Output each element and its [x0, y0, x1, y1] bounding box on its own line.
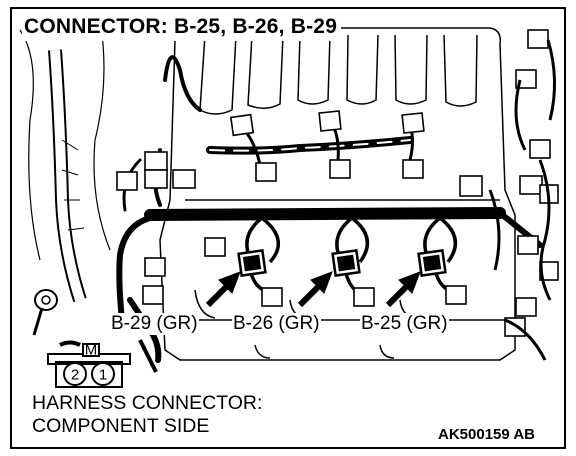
figure-code: AK500159 AB — [436, 425, 537, 445]
ground-terminal — [32, 289, 58, 336]
b26-connector — [331, 249, 361, 277]
pin-left: 2 — [71, 367, 79, 384]
harness-caption-line1: HARNESS CONNECTOR: — [32, 392, 263, 414]
harness-caption: HARNESS CONNECTOR: COMPONENT SIDE — [28, 392, 269, 438]
left-hose — [19, 19, 111, 303]
b25-arrow — [385, 271, 421, 308]
diagram-title: CONNECTOR: B-25, B-26, B-29 — [22, 14, 342, 41]
pointer-arrows — [205, 271, 421, 308]
label-b29: B-29 (GR) — [110, 313, 199, 335]
upper-harness — [122, 55, 414, 212]
b29-arrow — [205, 271, 241, 308]
pin-right: 1 — [99, 367, 107, 384]
target-connectors — [237, 249, 447, 277]
right-wires — [488, 39, 556, 361]
misc-connectors — [116, 29, 559, 337]
label-b25: B-25 (GR) — [360, 313, 449, 335]
lower-left-strokes — [59, 339, 158, 373]
label-b26: B-26 (GR) — [232, 313, 321, 335]
b26-arrow — [297, 271, 333, 308]
b25-connector — [417, 249, 447, 277]
harness-caption-line2: COMPONENT SIDE — [32, 415, 210, 437]
b29-connector — [237, 249, 267, 277]
pin-marker: M — [85, 342, 98, 359]
pin-symbol: M 2 1 — [47, 342, 131, 388]
